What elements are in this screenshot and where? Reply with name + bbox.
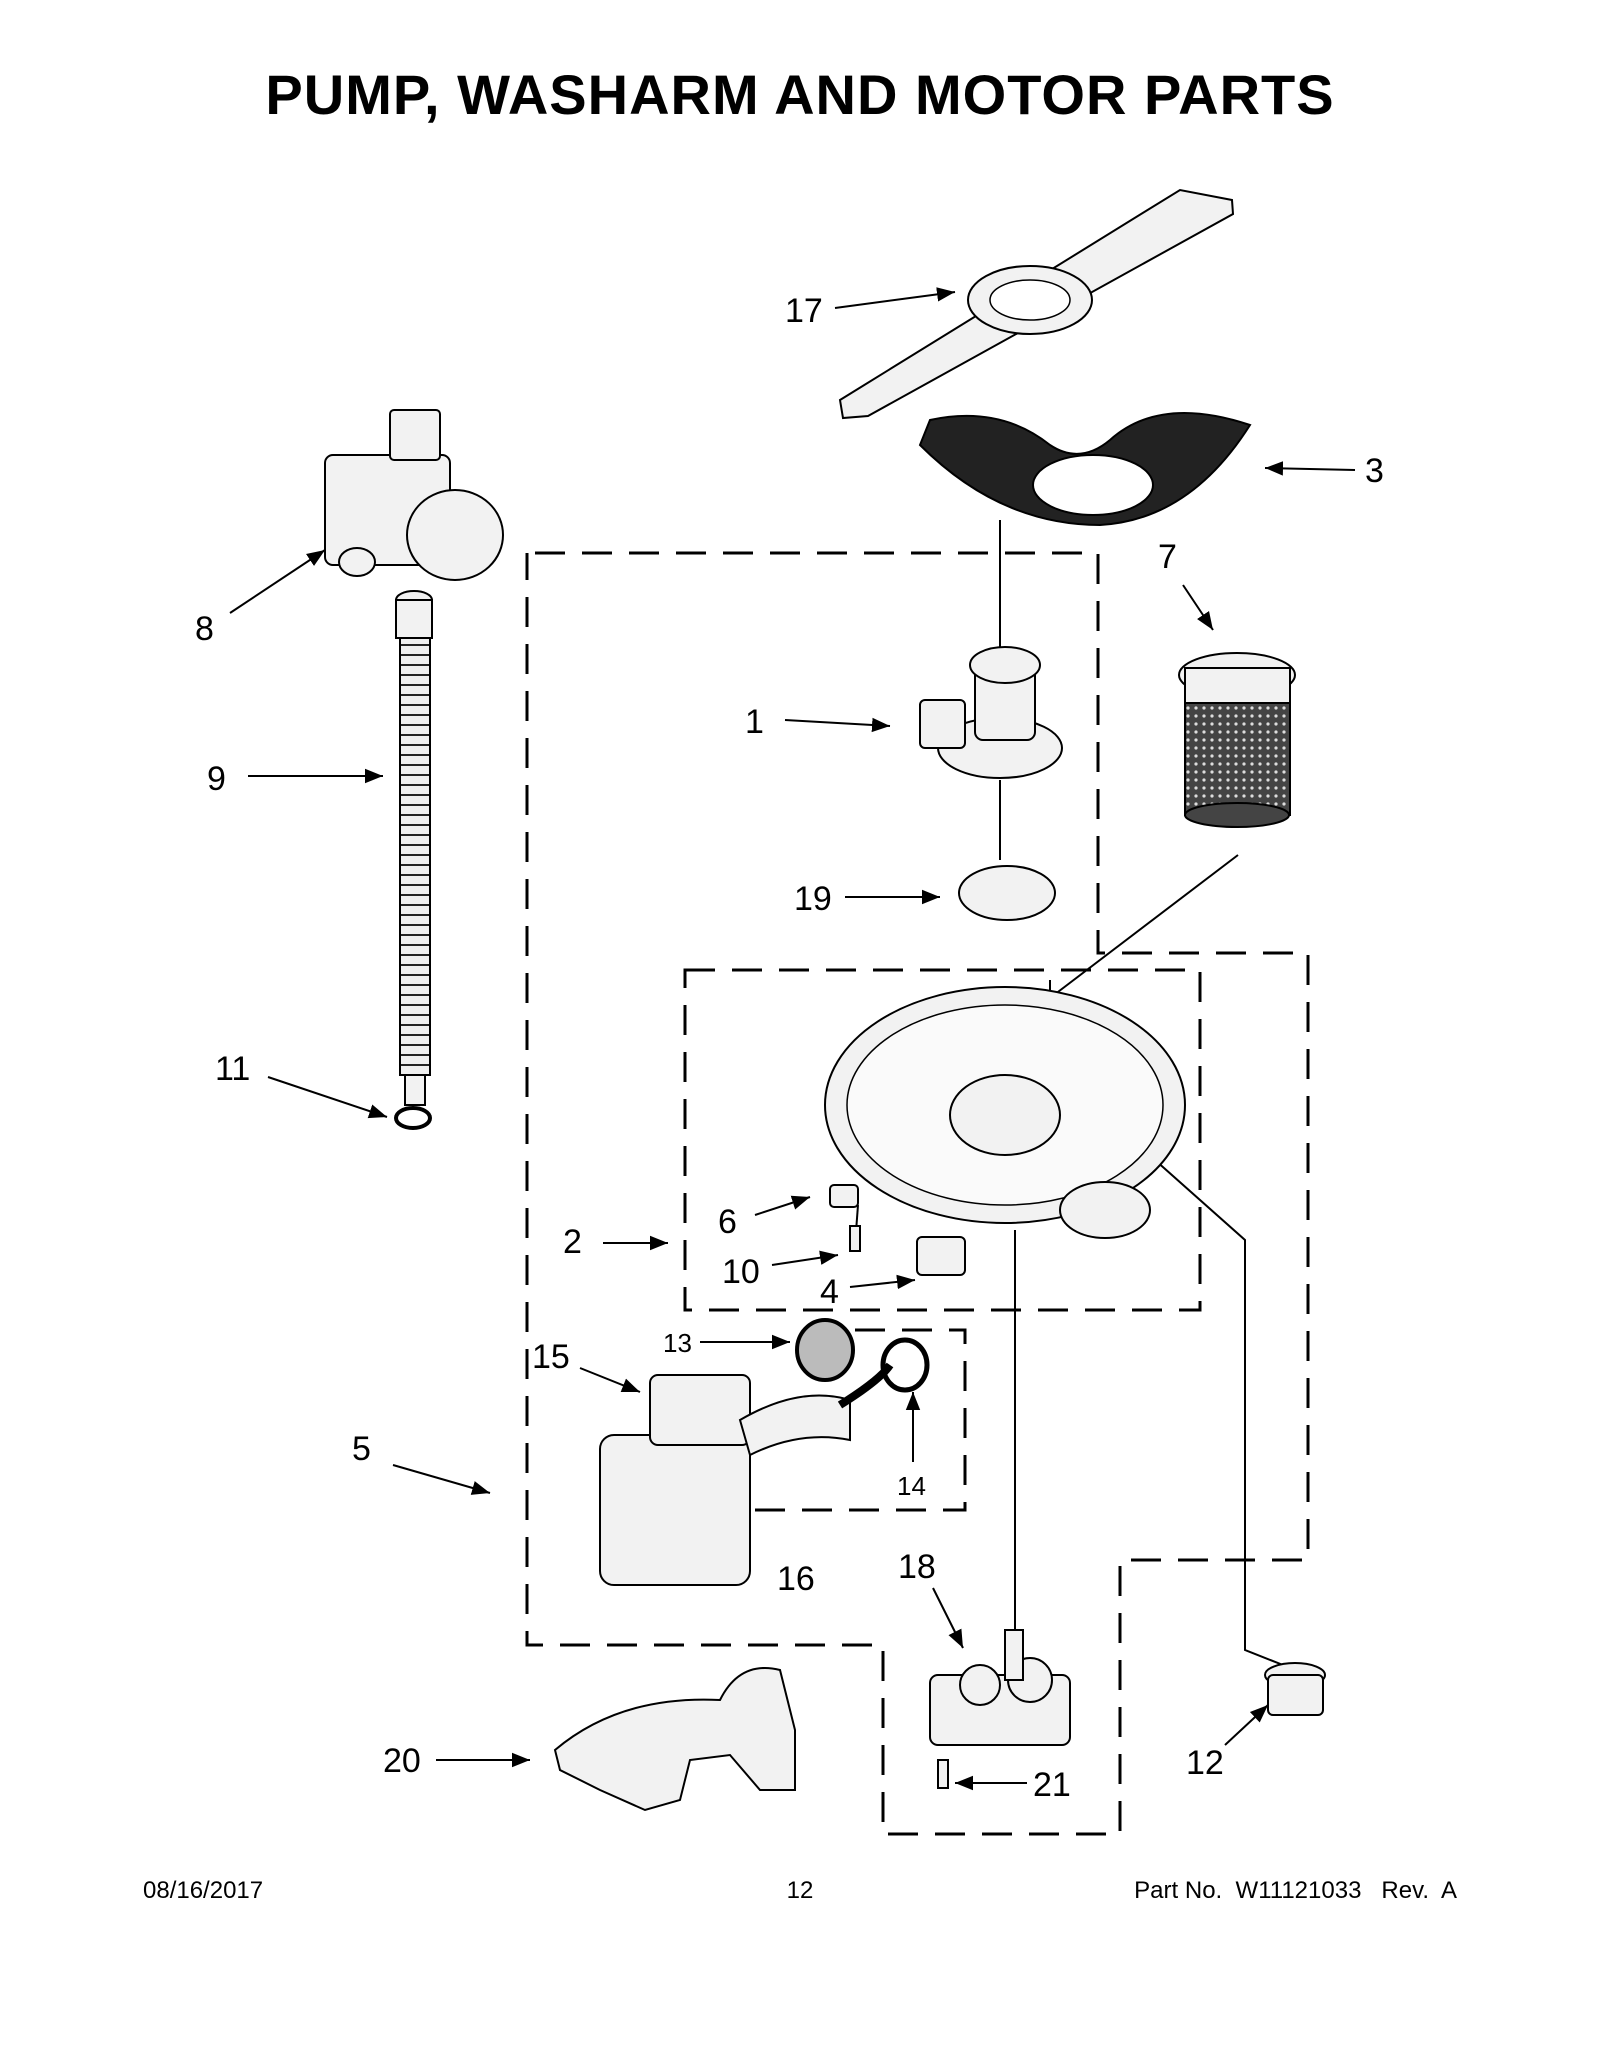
group-box-drain-hose bbox=[750, 1328, 967, 1512]
group-box-pump-assembly bbox=[525, 551, 1310, 1836]
callout-12: 12 bbox=[1186, 1744, 1224, 1782]
callout-18: 18 bbox=[898, 1548, 936, 1586]
page-title: PUMP, WASHARM AND MOTOR PARTS bbox=[265, 63, 1335, 126]
callout-21: 21 bbox=[1033, 1766, 1071, 1804]
part-11-hose-clamp bbox=[394, 1106, 432, 1130]
callout-6: 6 bbox=[718, 1203, 737, 1241]
callout-3: 3 bbox=[1365, 452, 1384, 490]
part-2-sump bbox=[824, 986, 1186, 1239]
callout-17: 17 bbox=[785, 292, 823, 330]
callout-4: 4 bbox=[820, 1273, 839, 1311]
part-12-sensor bbox=[1264, 1662, 1326, 1716]
callout-8: 8 bbox=[195, 610, 214, 648]
callout-9: 9 bbox=[207, 760, 226, 798]
group-box-sump bbox=[683, 968, 1202, 1312]
assembly-group-boxes bbox=[525, 551, 1310, 1836]
part-17-upper-spray-arm bbox=[838, 188, 1235, 420]
part-7-filter bbox=[1178, 652, 1296, 828]
callout-arrows bbox=[229, 287, 1356, 1791]
callout-15: 15 bbox=[532, 1338, 570, 1376]
part-19-filter-disc bbox=[958, 865, 1056, 921]
callout-7: 7 bbox=[1158, 538, 1177, 576]
part-20-cover bbox=[553, 1667, 796, 1812]
part-9-drain-hose bbox=[395, 590, 433, 1106]
part-13-seal bbox=[795, 1318, 855, 1382]
part-1-pump-housing bbox=[919, 646, 1063, 779]
part-4-sensor bbox=[916, 1236, 966, 1276]
callout-19: 19 bbox=[794, 880, 832, 918]
callout-11: 11 bbox=[215, 1050, 250, 1088]
callout-1: 1 bbox=[745, 703, 764, 741]
footer-date: 08/16/2017 bbox=[143, 1877, 264, 1904]
part-18-diverter bbox=[929, 1629, 1071, 1746]
callout-labels: 17 3 7 8 9 1 19 11 2 6 10 4 13 15 5 14 1… bbox=[195, 292, 1384, 1804]
callout-2: 2 bbox=[563, 1223, 582, 1261]
callout-16: 16 bbox=[777, 1560, 815, 1598]
footer-page-number: 12 bbox=[786, 1877, 814, 1904]
part-10-screw bbox=[849, 1225, 861, 1252]
part-14-hose-clamp bbox=[880, 1337, 930, 1393]
callout-10: 10 bbox=[722, 1253, 760, 1291]
part-21-screw bbox=[937, 1759, 949, 1789]
part-3-spray-shield bbox=[918, 412, 1252, 527]
callout-13: 13 bbox=[663, 1328, 692, 1358]
callout-20: 20 bbox=[383, 1742, 421, 1780]
footer-part-number: Part No. W11121033 Rev. A bbox=[1134, 1877, 1457, 1904]
part-6-bracket bbox=[829, 1184, 859, 1208]
callout-5: 5 bbox=[352, 1430, 371, 1468]
part-15-wash-motor bbox=[599, 1362, 894, 1586]
callout-14: 14 bbox=[897, 1471, 926, 1501]
part-8-drain-pump bbox=[324, 409, 504, 581]
